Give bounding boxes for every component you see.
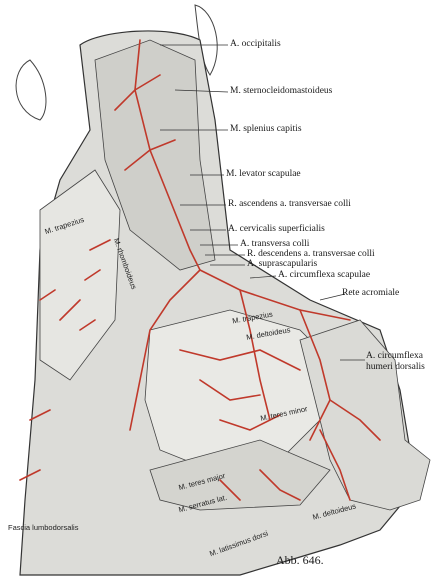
label-rete-acromiale: Rete acromiale <box>342 288 400 298</box>
ear-left <box>15 59 47 121</box>
label-m-splenius-capitis: M. splenius capitis <box>230 124 302 134</box>
ear-right <box>194 4 218 76</box>
label-a-suprascapularis: A. suprascapularis <box>247 259 318 269</box>
leader-lines <box>160 44 365 361</box>
label-a-cervicalis-superficialis: A. cervicalis superficialis <box>228 224 325 234</box>
trapezius-muscle <box>39 169 121 381</box>
figure-caption: Abb. 646. <box>276 553 324 567</box>
label-a-occipitalis: A. occipitalis <box>230 39 281 49</box>
label-r-ascendens: R. ascendens a. transversae colli <box>228 199 351 209</box>
inlabel-fascia-lumbodorsalis: Fascia lumbodorsalis <box>8 523 79 532</box>
label-m-sternocleidomastoideus: M. sternocleidomastoideus <box>230 86 333 96</box>
arteries <box>19 39 381 501</box>
label-a-circumflexa-scapulae: A. circumflexa scapulae <box>278 270 371 280</box>
arm-stump <box>299 319 431 511</box>
label-m-levator-scapulae: M. levator scapulae <box>226 169 301 179</box>
label-a-transversa-colli: A. transversa colli <box>240 239 310 249</box>
neck-muscles <box>94 39 216 271</box>
label-a-circumflexa-1: A. circumflexa <box>366 351 423 361</box>
label-humeri-dorsalis: humeri dorsalis <box>366 362 425 372</box>
label-r-descendens: R. descendens a. transversae colli <box>247 249 375 259</box>
scapula-region <box>144 309 331 471</box>
